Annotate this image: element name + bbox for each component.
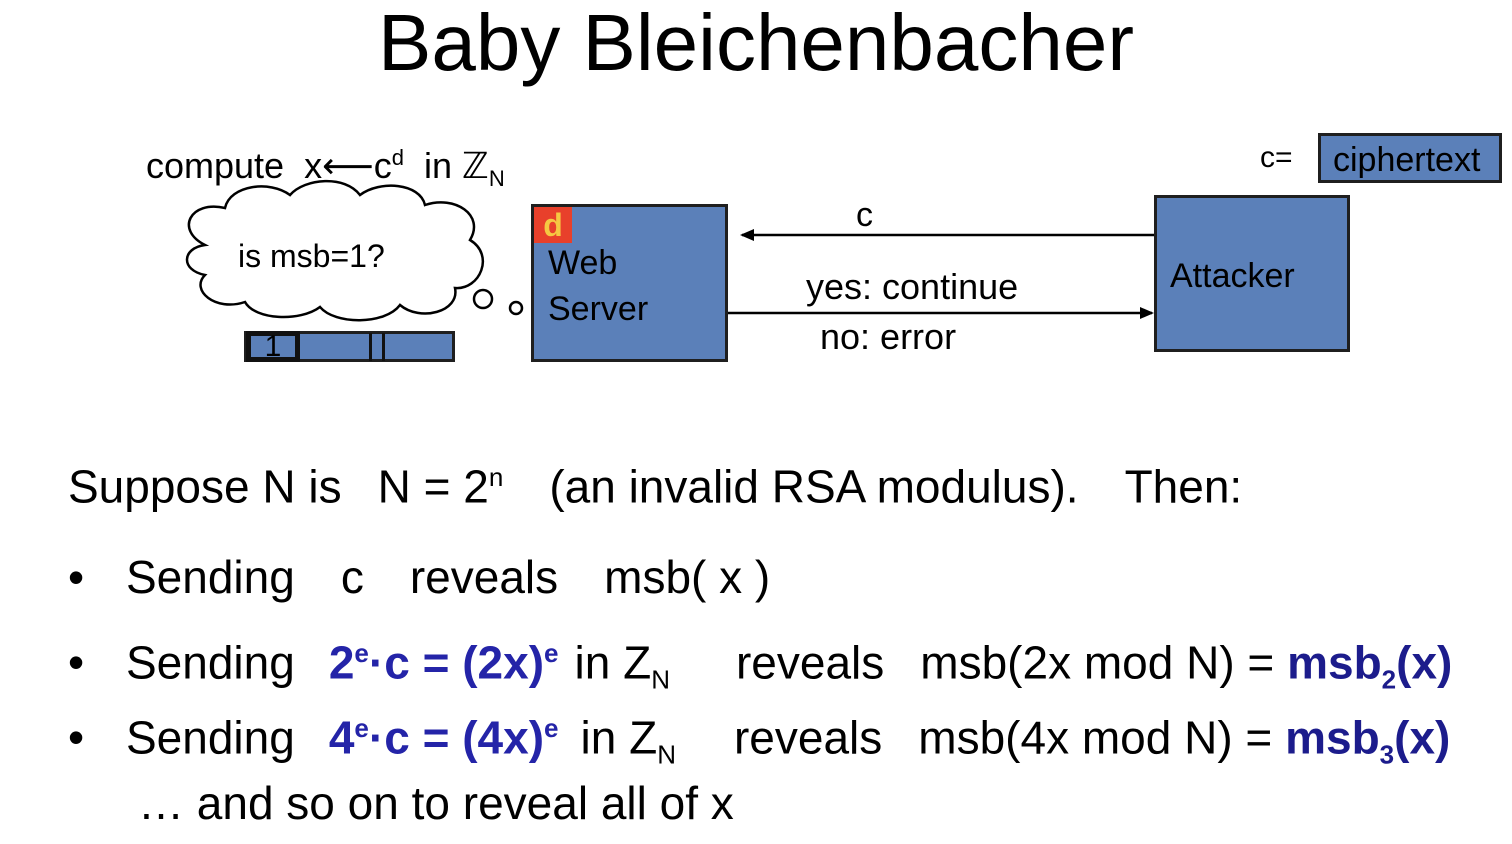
plaintext-bit-bar <box>244 331 455 362</box>
closing-note: … and so on to reveal all of x <box>138 777 734 829</box>
bar-divider <box>382 333 385 361</box>
reply-no-label: no: error <box>820 316 957 357</box>
left-arrow-icon: ⟵ <box>322 145 374 186</box>
bar-divider <box>369 333 372 361</box>
web-server-label: Web Server <box>548 244 649 328</box>
thought-bubble-large <box>472 288 494 310</box>
thought-bubble-medium <box>508 300 524 316</box>
reply-yes-label: yes: continue <box>806 266 1019 307</box>
request-label: c <box>856 196 873 234</box>
bullet-icon: • <box>68 636 85 689</box>
cloud-question: is msb=1? <box>238 238 385 274</box>
attacker-box <box>1154 195 1350 352</box>
slide-title: Baby Bleichenbacher <box>377 0 1135 87</box>
compute-label: compute <box>146 145 285 186</box>
msb-bit-box: 1 <box>246 331 300 362</box>
compute-formula: compute x⟵cd in ℤN <box>146 145 505 192</box>
bullet-icon: • <box>68 551 85 603</box>
ciphertext-box: ciphertext <box>1318 133 1502 183</box>
ciphertext-prefix: c= <box>1260 141 1293 174</box>
bullet-icon: • <box>68 711 85 764</box>
attacker-label: Attacker <box>1170 257 1295 295</box>
private-key-badge: d <box>534 207 572 243</box>
thought-cloud-shape <box>185 179 484 322</box>
